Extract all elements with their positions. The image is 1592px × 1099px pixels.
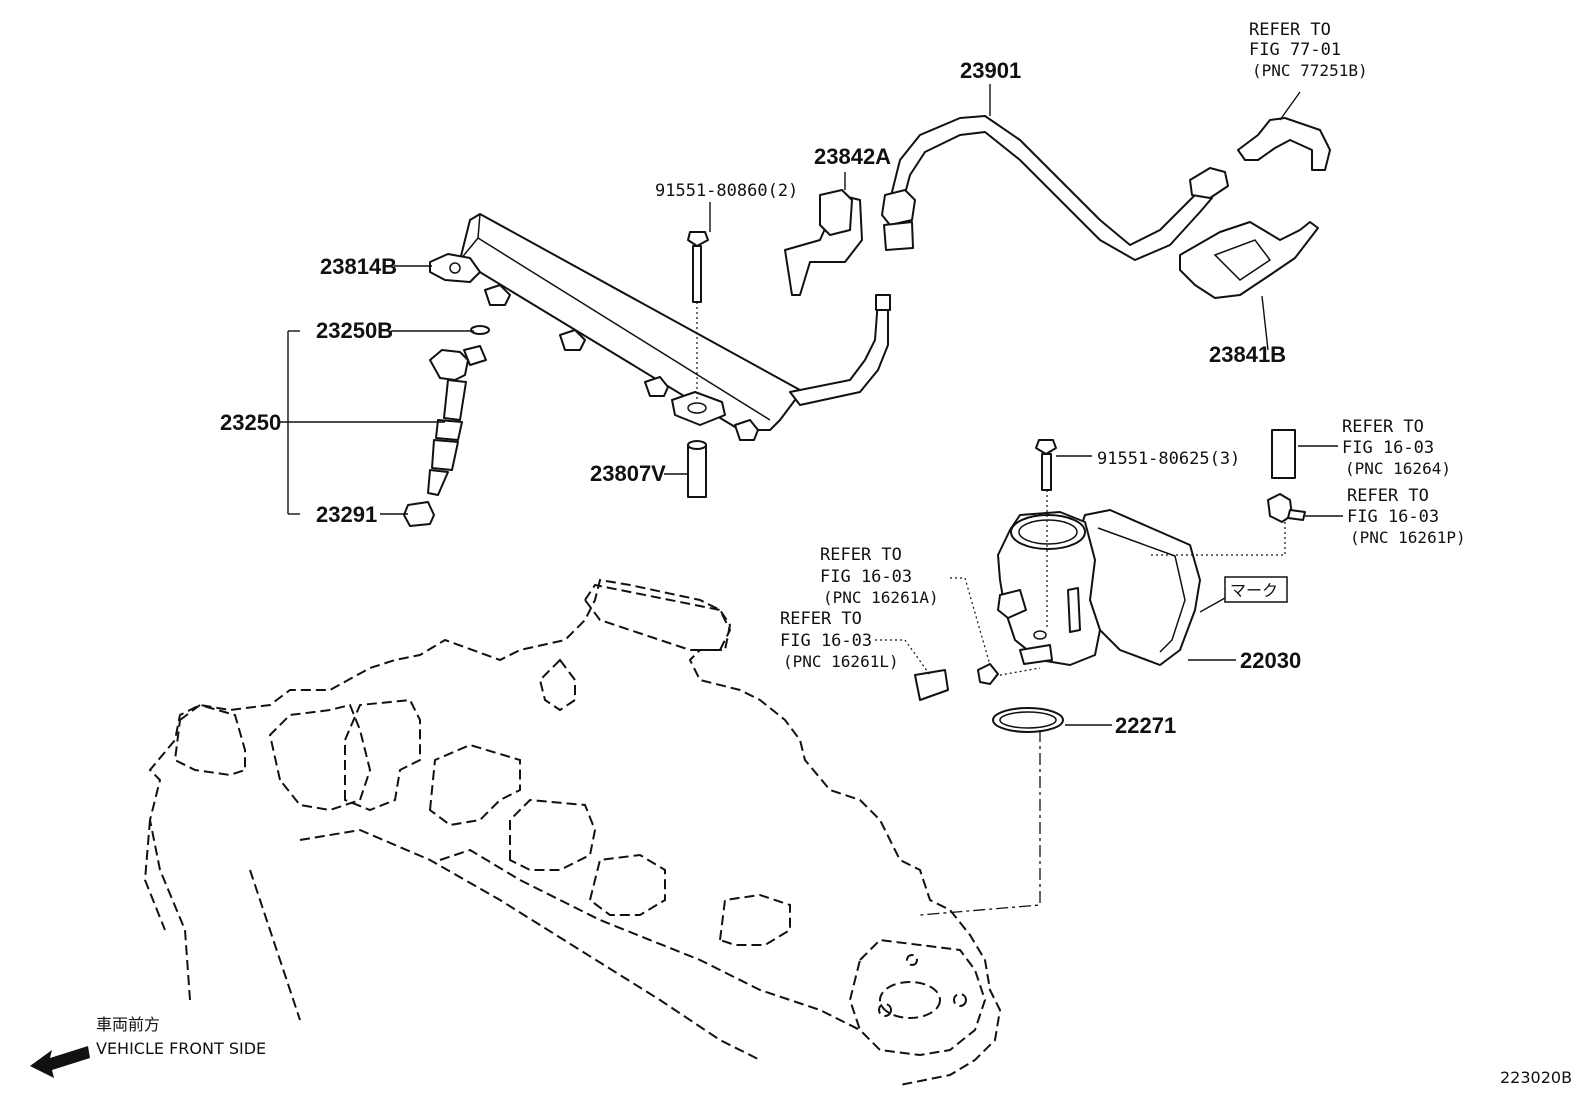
label-23841b: 23841B: [1209, 342, 1286, 367]
ref-77-01: REFER TO FIG 77-01 (PNC 77251B): [1249, 20, 1368, 80]
ref-16264-line2: FIG 16-03: [1342, 438, 1434, 458]
ref-16261l-line1: REFER TO: [780, 609, 862, 629]
ref-16261p-line1: REFER TO: [1347, 486, 1429, 506]
ref-77-line1: REFER TO: [1249, 20, 1331, 40]
front-label-jp: 車両前方: [96, 1015, 160, 1034]
arrow-left-icon: [30, 1046, 90, 1078]
ref-16261a-line2: FIG 16-03: [820, 567, 912, 587]
label-23814b: 23814B: [320, 254, 397, 279]
ref-16264: REFER TO FIG 16-03 (PNC 16264): [1342, 417, 1451, 478]
label-23901: 23901: [960, 58, 1021, 83]
ref-16264-line1: REFER TO: [1342, 417, 1424, 437]
ref-16261l-line2: FIG 16-03: [780, 631, 872, 651]
ref-16261a-line3: (PNC 16261A): [823, 588, 939, 607]
label-23250: 23250: [220, 410, 281, 435]
front-label-en: VEHICLE FRONT SIDE: [96, 1039, 266, 1058]
ref-16261a: REFER TO FIG 16-03 (PNC 16261A): [820, 545, 939, 607]
label-bolt-rail: 91551-80860(2): [655, 181, 798, 201]
ref-77-line2: FIG 77-01: [1249, 40, 1341, 60]
ref-16261a-line1: REFER TO: [820, 545, 902, 565]
ref-77-line3: (PNC 77251B): [1252, 61, 1368, 80]
label-23250b: 23250B: [316, 318, 393, 343]
label-23842a: 23842A: [814, 144, 891, 169]
spacer-and-bolt: [687, 231, 709, 498]
label-23807v: 23807V: [590, 461, 666, 486]
fuel-injector: [403, 325, 490, 527]
ref-16261p-line3: (PNC 16261P): [1350, 528, 1466, 547]
ref-16264-line3: (PNC 16264): [1345, 459, 1451, 478]
ref-16261l-line3: (PNC 16261L): [783, 652, 899, 671]
vehicle-front-indicator: 車両前方 VEHICLE FRONT SIDE: [30, 1015, 266, 1078]
ref-16261p: REFER TO FIG 16-03 (PNC 16261P): [1347, 486, 1466, 547]
ref-16261p-line2: FIG 16-03: [1347, 507, 1439, 527]
label-22030: 22030: [1240, 648, 1301, 673]
label-22271: 22271: [1115, 713, 1176, 738]
throttle-body: [997, 509, 1201, 666]
throttle-bolt: [1035, 439, 1057, 630]
hoses-small: [914, 429, 1306, 916]
fuel-hose: [881, 115, 1331, 261]
ref-16261l: REFER TO FIG 16-03 (PNC 16261L): [780, 609, 899, 671]
leader-lines: [280, 84, 1343, 726]
mark-label: マーク: [1230, 581, 1278, 600]
engine-phantom: [143, 578, 1002, 1086]
label-23291: 23291: [316, 502, 377, 527]
label-bolt-throttle: 91551-80625(3): [1097, 449, 1240, 469]
clamps: [784, 189, 1319, 299]
figure-code: 223020B: [1500, 1068, 1572, 1087]
fuel-delivery-pipe: [429, 213, 891, 441]
